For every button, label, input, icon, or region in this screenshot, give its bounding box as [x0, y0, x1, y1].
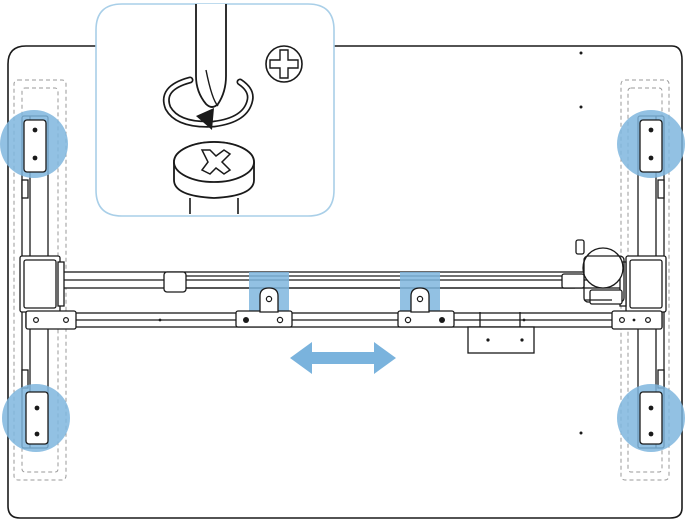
corner-screw-highlights: [0, 110, 685, 452]
crossbeam-screws: [32, 295, 651, 324]
right-leg-motor-housing: [619, 255, 667, 313]
double-headed-arrow-icon: [290, 342, 396, 374]
leg-end-screws: [32, 127, 654, 437]
lower-crossbeam: [25, 310, 663, 330]
main-motor: [561, 239, 625, 305]
leg-end-plates: [23, 119, 663, 445]
board-holes: [579, 51, 583, 435]
phillips-plus-icon: [265, 45, 303, 83]
upper-crossbeam: [59, 271, 631, 289]
screwdriver-tighten-icon: [95, 3, 335, 217]
crossbeam-dots: [158, 317, 636, 323]
control-box-holes: [486, 338, 524, 342]
left-leg-motor-housing: [19, 255, 65, 313]
